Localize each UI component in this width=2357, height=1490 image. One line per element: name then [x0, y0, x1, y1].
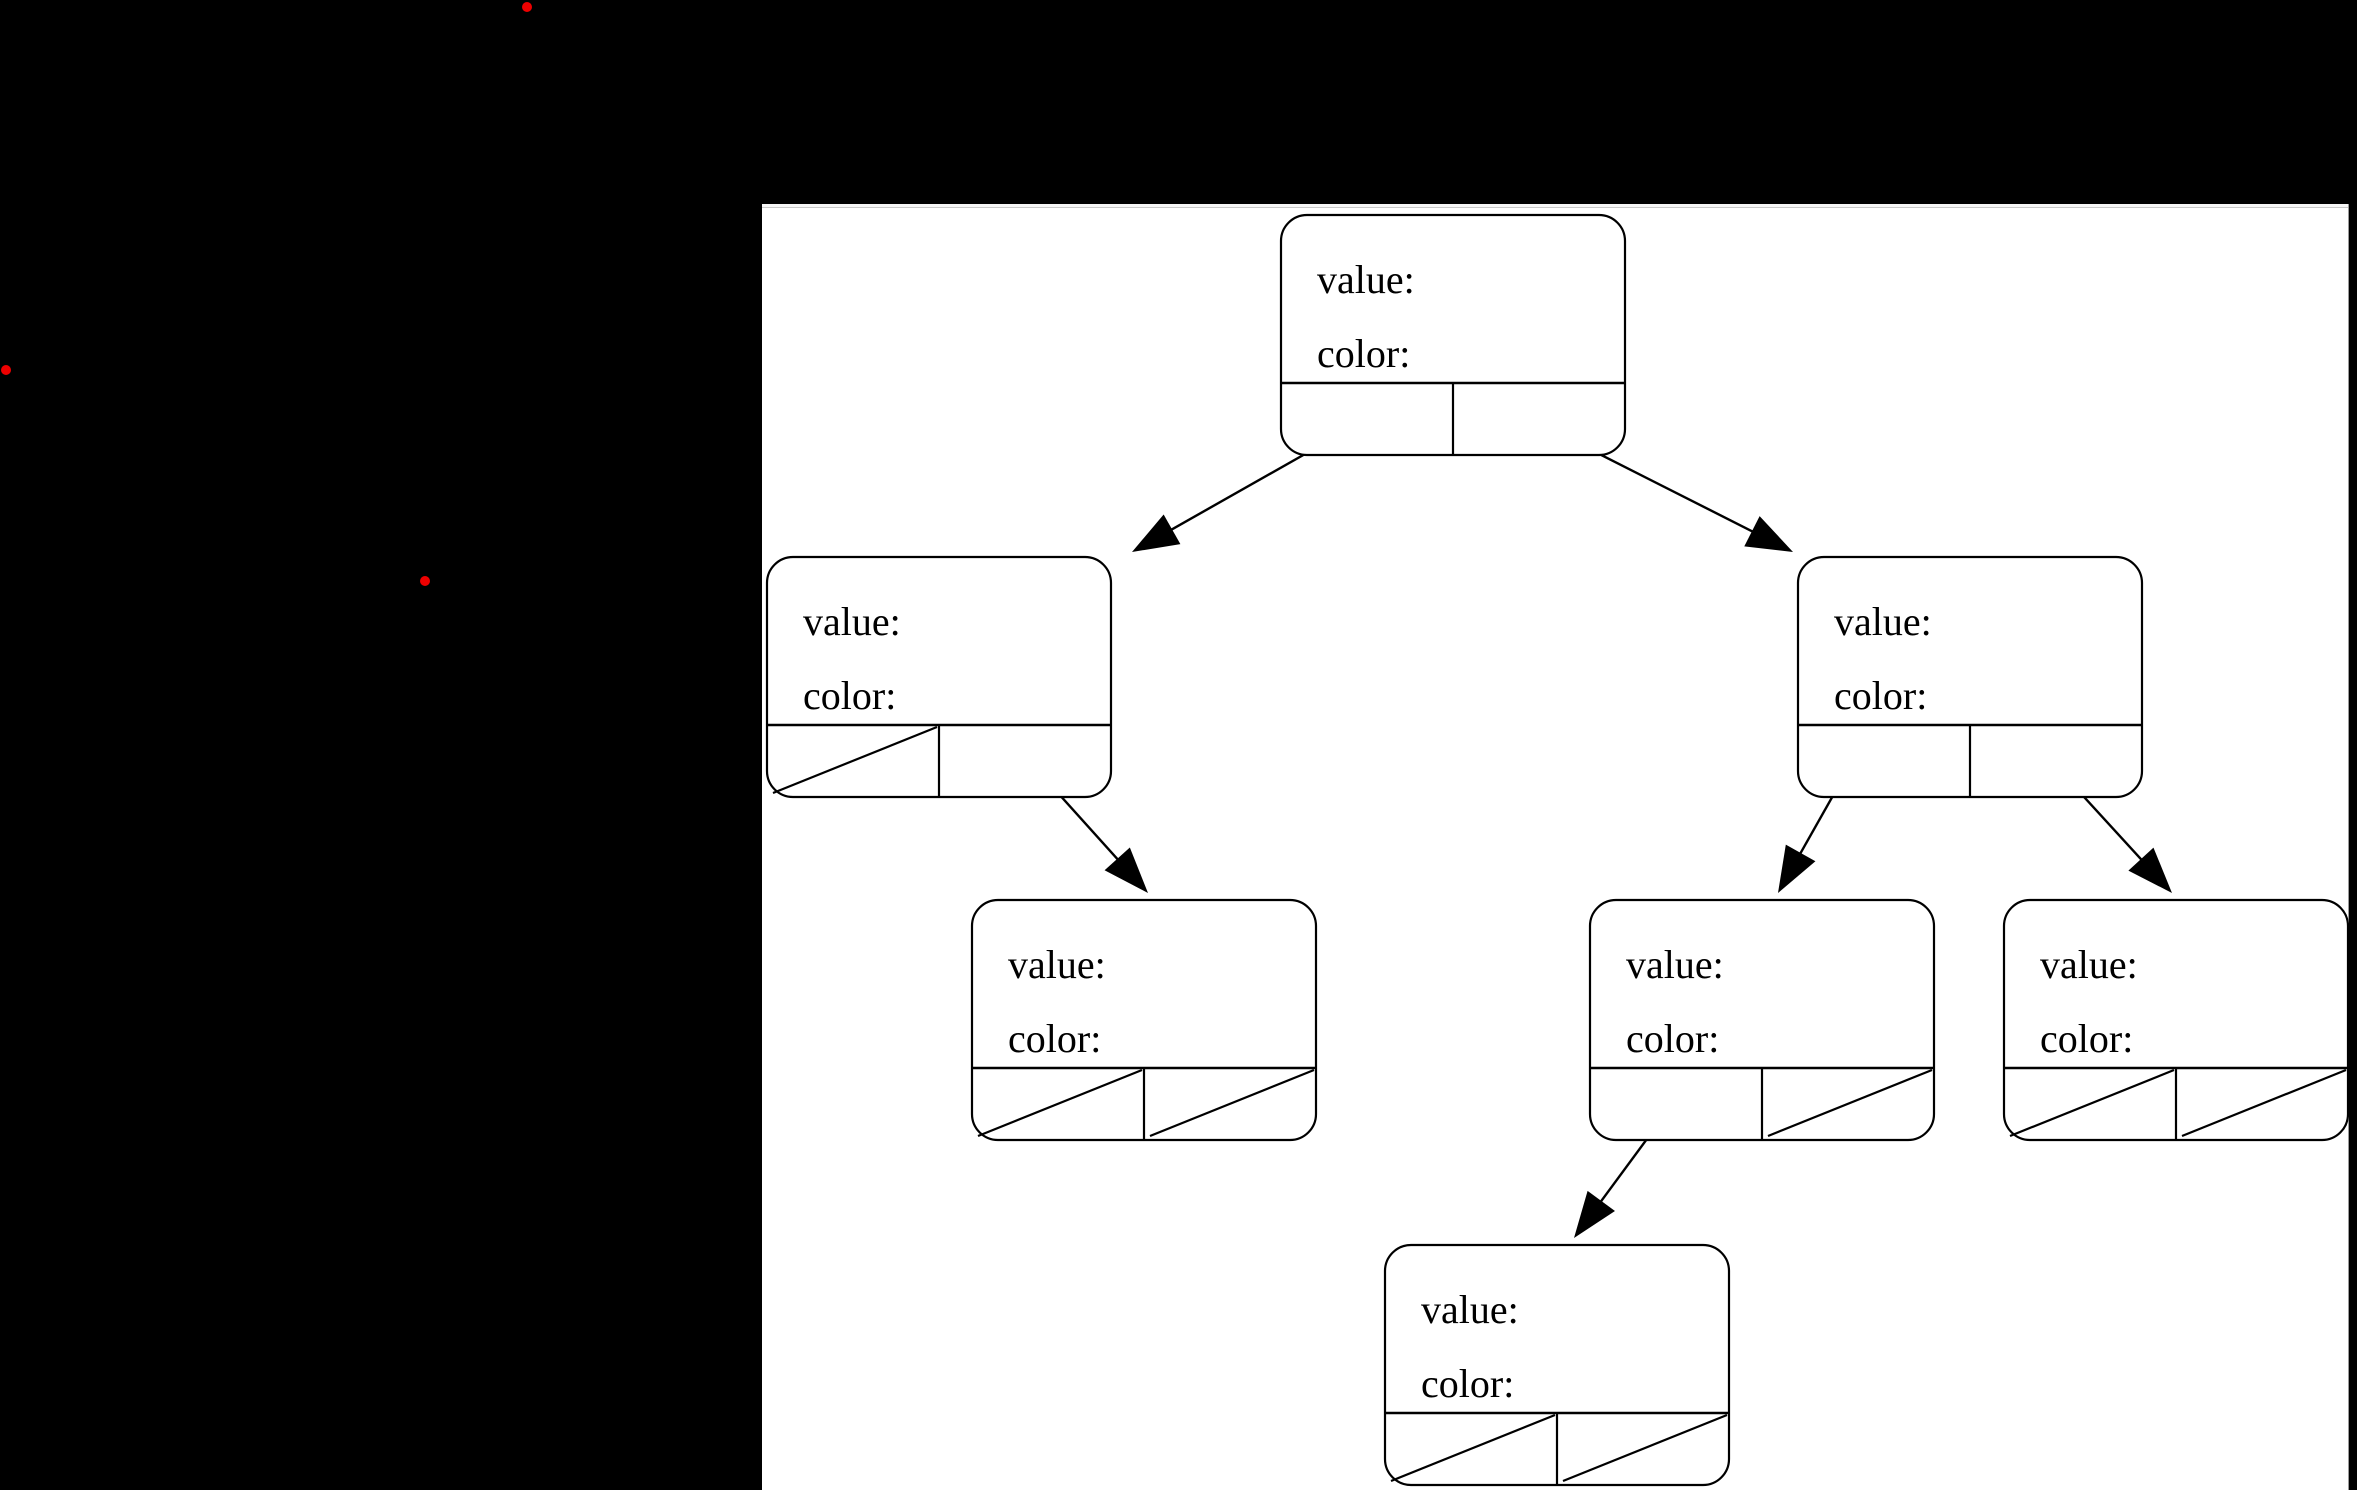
tree-node-right-left-left-right-null-slash	[1562, 1413, 1728, 1483]
tree-node-right-left-value-label: value:	[1626, 942, 1724, 987]
tree-node-left-right-right-null-slash	[1149, 1068, 1315, 1138]
tree-node-right-color-label: color:	[1834, 673, 1927, 718]
tree-node-right-left-right-null-slash	[1767, 1068, 1933, 1138]
tree-node-left-value-label: value:	[803, 599, 901, 644]
edge-left-to-child-arrowhead	[1104, 847, 1148, 893]
tree-node-left[interactable]: value: color:	[765, 555, 1113, 799]
diagram-viewer-panel[interactable]: value:color:value:color:value:color:valu…	[762, 204, 2349, 1490]
tree-node-root-value-label: value:	[1317, 257, 1415, 302]
tree-node-right-right[interactable]: value: color:	[2002, 898, 2349, 1142]
tree-node-left-right-value-label: value:	[1008, 942, 1106, 987]
tree-node-right-left-left[interactable]: value: color:	[1383, 1243, 1731, 1487]
tree-node-right-right-value-label: value:	[2040, 942, 2138, 987]
tree-node-right-right-left-null-slash	[2009, 1068, 2175, 1138]
tree-node-right-left[interactable]: value: color:	[1588, 898, 1936, 1142]
tree-node-right-left-left-color-label: color:	[1421, 1361, 1514, 1406]
edge-right-to-left-child-arrowhead	[1778, 844, 1816, 893]
tree-node-right-right-right-null-slash	[2181, 1068, 2347, 1138]
edge-root-to-left-arrowhead	[1132, 514, 1181, 552]
cursor-marker-mid	[420, 576, 430, 586]
vertical-scrollbar[interactable]	[2348, 204, 2349, 1490]
edge-rl-to-child-arrowhead	[1574, 1190, 1615, 1238]
binary-tree-diagram: value:color:value:color:value:color:valu…	[765, 213, 2349, 1487]
panel-top-rule	[762, 204, 2349, 208]
edge-root-to-right-arrowhead	[1744, 516, 1793, 552]
tree-node-right-left-left-value-label: value:	[1421, 1287, 1519, 1332]
cursor-marker-left	[1, 365, 11, 375]
tree-node-right[interactable]: value: color:	[1796, 555, 2144, 799]
tree-node-right-left-color-label: color:	[1626, 1016, 1719, 1061]
tree-node-root-color-label: color:	[1317, 331, 1410, 376]
tree-node-right-left-left-left-null-slash	[1390, 1413, 1556, 1483]
tree-node-left-color-label: color:	[803, 673, 896, 718]
tree-node-root[interactable]: value: color:	[1279, 213, 1627, 457]
node-layer: value:color:value:color:value:color:valu…	[765, 213, 2349, 1487]
tree-node-right-value-label: value:	[1834, 599, 1932, 644]
tree-node-left-right[interactable]: value: color:	[970, 898, 1318, 1142]
tree-node-left-right-color-label: color:	[1008, 1016, 1101, 1061]
edge-right-to-right-child-arrowhead	[2128, 847, 2172, 893]
cursor-marker-top	[522, 2, 532, 12]
tree-node-right-right-color-label: color:	[2040, 1016, 2133, 1061]
tree-node-left-left-null-slash	[772, 725, 938, 795]
tree-node-left-right-left-null-slash	[977, 1068, 1143, 1138]
